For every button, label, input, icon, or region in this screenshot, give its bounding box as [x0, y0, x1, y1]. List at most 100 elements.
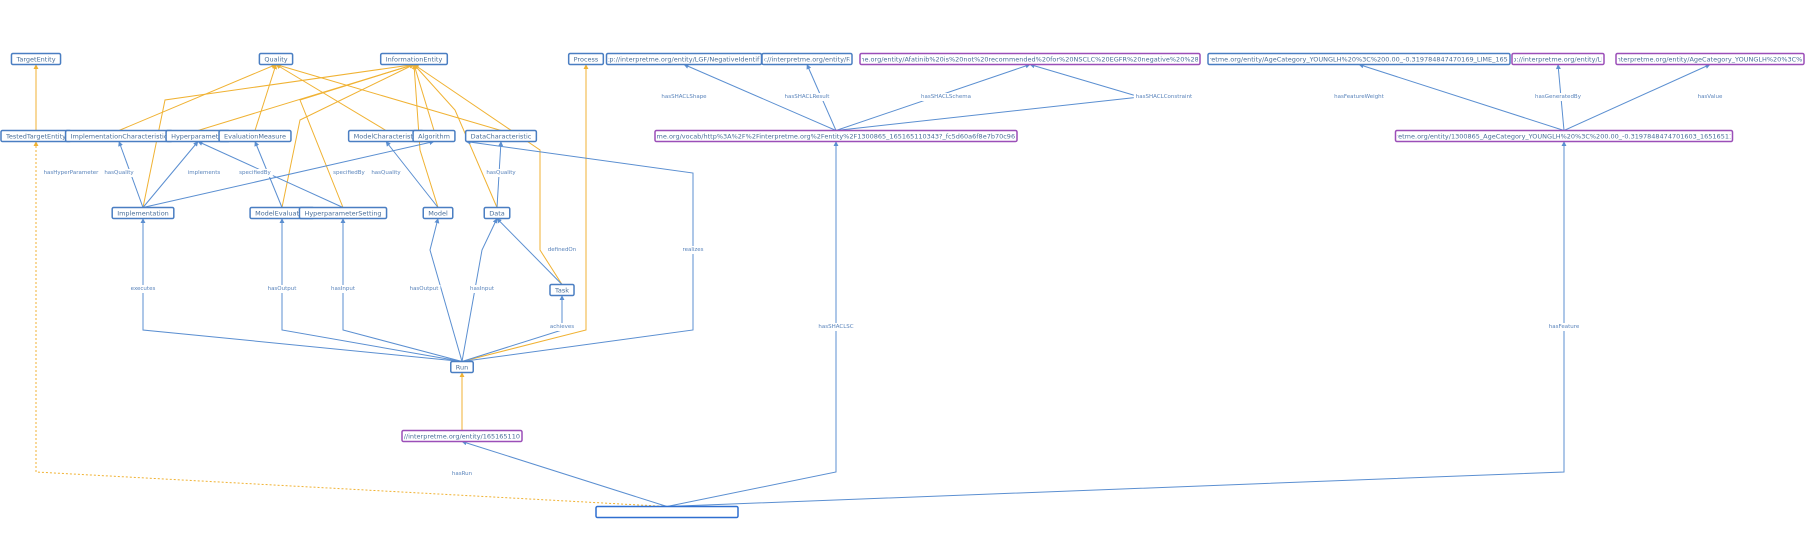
edge-label-realizes: realizes: [682, 247, 703, 253]
node-label: ModelCharacteristic: [354, 133, 419, 141]
edge-label-bg: [468, 285, 496, 293]
edge-label-has-shaclschema: hasSHACLSchema: [921, 94, 971, 100]
edge-label-bg: [265, 285, 299, 293]
node-algorithm[interactable]: Algorithm: [412, 129, 456, 143]
edge-label-bg: [237, 169, 273, 177]
node-box: [464, 129, 538, 143]
node-neg-ident[interactable]: http://interpretme.org/entity/LGF/Negati…: [600, 52, 768, 66]
edge-vocab-to-neg-ident: [683, 64, 837, 131]
edge-label-bg: [484, 169, 518, 177]
node-box: [761, 52, 853, 66]
node-label: http://interpretme.org/entity/AgeCategor…: [1595, 56, 1813, 64]
edge-label-has-value: hasValue: [1698, 94, 1723, 100]
edge-label-bg: [449, 470, 475, 478]
edge-run-to-implementation: [140, 218, 463, 362]
node-box: [422, 206, 454, 220]
node-age-cat-lime[interactable]: http://interpretme.org/entity/AgeCategor…: [1170, 52, 1549, 66]
node-implementation[interactable]: Implementation: [111, 206, 175, 220]
edge-run-to-model-evaluation: [279, 218, 463, 362]
node-target-entity[interactable]: TargetEntity: [10, 52, 62, 66]
node-false[interactable]: http://interpretme.org/entity/False: [752, 52, 863, 66]
edge-implementation-to-information-entity: [142, 62, 415, 208]
edge-label-bg: [1332, 93, 1386, 101]
edge-implementation-to-algorithm: [142, 140, 435, 208]
node-run-inst[interactable]: http://interpretme.org/entity/1651651103…: [388, 429, 536, 443]
node-root[interactable]: http://interpretme.org/entity/1300865_16…: [566, 505, 767, 519]
node-model-char[interactable]: ModelCharacteristic: [347, 129, 425, 143]
node-box: [10, 52, 62, 66]
edge-model-to-information-entity: [411, 64, 439, 208]
node-quality[interactable]: Quality: [258, 52, 294, 66]
node-label: TargetEntity: [15, 56, 55, 64]
node-box: [111, 206, 175, 220]
node-label: Implementation: [117, 210, 169, 218]
edge-label-has-feature-weight: hasFeatureWeight: [1334, 94, 1385, 100]
edge-label-has-output: hasOutput: [268, 286, 298, 292]
node-label: TestedTargetEntity: [5, 133, 66, 141]
edge-label-specified-by: specifiedBy: [333, 170, 365, 176]
edge-label-bg: [329, 285, 357, 293]
node-model[interactable]: Model: [422, 206, 454, 220]
node-limeent[interactable]: http://interpretme.org/entity/LIME: [1503, 52, 1613, 66]
node-box: [483, 206, 511, 220]
edge-label-has-quality: hasQuality: [104, 170, 134, 176]
edge-run-to-model: [429, 218, 463, 362]
edge-data-to-information-entity: [413, 64, 498, 208]
node-data-char[interactable]: DataCharacteristic: [464, 129, 538, 143]
node-age-cat-block[interactable]: http://interpretme.org/entity/1300865_Ag…: [1356, 129, 1771, 143]
edge-label-bg: [1533, 93, 1583, 101]
node-task[interactable]: Task: [549, 283, 575, 297]
node-label: http://interpretme.org/entity/LIME: [1503, 56, 1613, 64]
node-label: Process: [574, 56, 599, 64]
node-information-entity[interactable]: InformationEntity: [379, 52, 449, 66]
edge-root-to-vocab: [666, 141, 839, 507]
node-data[interactable]: Data: [483, 206, 511, 220]
node-label: Data: [489, 210, 505, 218]
edge-run-to-process: [461, 64, 589, 362]
node-age-cat-young[interactable]: http://interpretme.org/entity/AgeCategor…: [1595, 52, 1813, 66]
node-label: http://interpretme.org/entity/False: [752, 56, 863, 64]
node-impl-char[interactable]: ImplementationCharacteristic: [64, 129, 174, 143]
node-run[interactable]: Run: [450, 360, 474, 374]
edge-label-bg: [407, 285, 441, 293]
edge-label-bg: [331, 169, 367, 177]
edge-age-cat-block-to-age-cat-lime: [1358, 63, 1565, 131]
edge-run-to-data: [461, 218, 498, 362]
edge-model-char-to-quality: [275, 64, 387, 131]
edge-run-to-hyperparameter-setting: [340, 218, 463, 362]
node-box: [412, 129, 456, 143]
node-box: [450, 360, 474, 374]
node-label: http://interpretme.org/entity/1300865_16…: [566, 509, 767, 517]
edge-label-has-quality: hasQuality: [371, 170, 401, 176]
node-box: [1511, 52, 1605, 66]
edge-label-executes: executes: [131, 286, 156, 292]
node-box: [298, 206, 388, 220]
node-label: DataCharacteristic: [471, 133, 532, 141]
edge-label-achieves: achieves: [550, 324, 574, 330]
node-process[interactable]: Process: [567, 52, 605, 66]
edges-layer: [33, 62, 1711, 507]
node-afatinib[interactable]: http://interpretme.org/entity/Afatinib%2…: [810, 52, 1250, 66]
node-label: Run: [456, 364, 468, 372]
node-label: ImplementationCharacteristic: [71, 133, 168, 141]
edge-label-specified-by: specifiedBy: [239, 170, 271, 176]
edge-vocab-to-afatinib: [835, 63, 1141, 131]
edge-age-cat-block-to-age-cat-young: [1563, 64, 1711, 131]
node-label: http://interpretme.org/entity/LGF/Negati…: [600, 56, 768, 64]
node-label: http://interpretme.org/entity/1300865_Ag…: [1356, 133, 1771, 141]
edge-label-has-input: hasInput: [331, 286, 356, 292]
node-eval-measure[interactable]: EvaluationMeasure: [218, 129, 292, 143]
node-box: [1394, 129, 1734, 143]
node-hyperparameter-setting[interactable]: HyperparameterSetting: [298, 206, 388, 220]
edge-label-bg: [1546, 323, 1582, 331]
node-vocab[interactable]: http://interpretme.org/vocab/http%3A%2F%…: [608, 129, 1063, 143]
node-tested-target-entity[interactable]: TestedTargetEntity: [0, 129, 72, 143]
node-label: EvaluationMeasure: [224, 133, 286, 141]
edge-label-has-run: hasRun: [452, 471, 473, 477]
edge-model-evaluation-to-information-entity: [281, 64, 415, 208]
node-label: http://interpretme.org/entity/AgeCategor…: [1170, 56, 1549, 64]
node-box: [258, 52, 294, 66]
edge-label-has-output: hasOutput: [410, 286, 440, 292]
edge-algorithm-to-information-entity: [412, 64, 435, 131]
